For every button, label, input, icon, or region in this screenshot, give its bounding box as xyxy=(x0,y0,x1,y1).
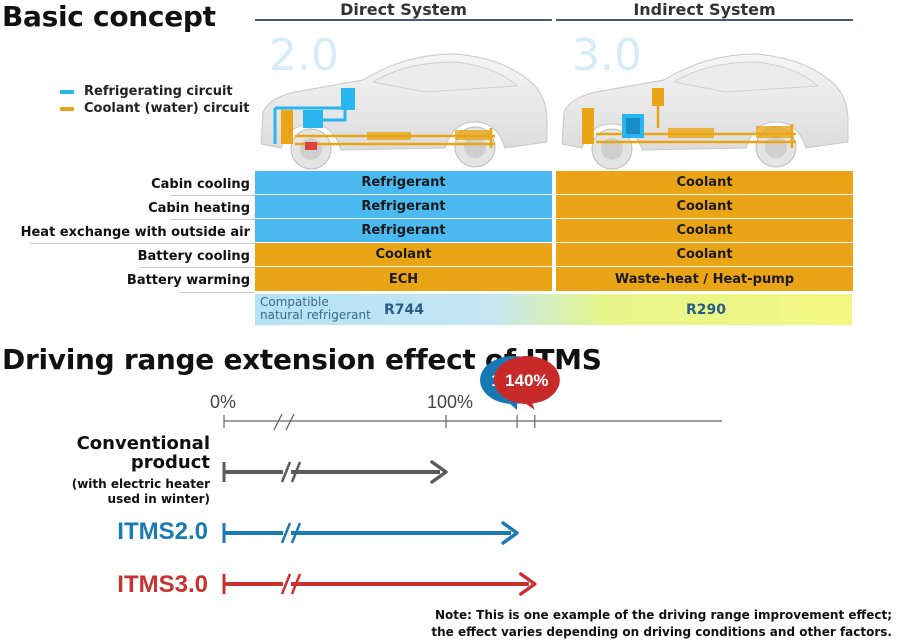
arrow-break-mark xyxy=(280,573,292,595)
range-arrow xyxy=(222,572,537,596)
bar-label-conventional: Conventional product (with electric heat… xyxy=(20,434,210,507)
axis-break-mark xyxy=(285,413,295,431)
note-line2: the effect varies depending on driving c… xyxy=(431,625,892,639)
indirect-system-underline xyxy=(556,19,853,21)
note-text: Note: This is one example of the driving… xyxy=(300,607,892,641)
direct-cell-cabin-heating: Refrigerant xyxy=(255,195,552,218)
indirect-cell-battery-warming: Waste-heat / Heat-pump xyxy=(556,267,853,291)
indirect-cell-cabin-heating: Coolant xyxy=(556,195,853,218)
direct-cell-heat-exchange: Refrigerant xyxy=(255,219,552,242)
indirect-cell-heat-exchange: Coolant xyxy=(556,219,853,242)
arrow-break-mark xyxy=(290,522,302,544)
legend-refrigerating-circuit: Refrigerating circuit xyxy=(60,84,233,99)
arrow-break-mark xyxy=(290,461,302,483)
indirect-cell-battery-cooling: Coolant xyxy=(556,243,853,266)
bar-name-line2: product xyxy=(130,452,210,473)
legend-swatch-refrigerating xyxy=(60,89,74,94)
row-separator xyxy=(140,267,255,268)
direct-cell-cabin-cooling: Refrigerant xyxy=(255,171,552,194)
natural-refrigerant-label-line2: natural refrigerant xyxy=(260,308,371,322)
bar-label-itms2: ITMS2.0 xyxy=(117,518,208,545)
bar-sub-line2: used in winter) xyxy=(107,492,210,506)
row-label-battery-warming: Battery warming xyxy=(126,273,250,288)
natural-refrigerant-label-line1: Compatible xyxy=(260,295,329,309)
arrow-break-mark xyxy=(290,573,302,595)
bar-label-itms3: ITMS3.0 xyxy=(117,571,208,598)
natural-refrigerant-label: Compatible natural refrigerant xyxy=(260,296,371,322)
direct-cell-battery-warming: ECH xyxy=(255,267,552,291)
row-separator xyxy=(170,219,255,220)
direct-system-underline xyxy=(255,19,552,21)
direct-system-title: Direct System xyxy=(340,0,467,19)
version-number-2-0: 2.0 xyxy=(269,30,339,81)
arrow-head xyxy=(501,521,519,545)
indirect-system-title: Indirect System xyxy=(633,0,776,19)
indirect-cell-cabin-cooling: Coolant xyxy=(556,171,853,194)
direct-system-car-illustration: 2.0 xyxy=(255,24,552,170)
arrow-head xyxy=(519,572,537,596)
bar-sub-line1: (with electric heater xyxy=(71,477,210,491)
row-label-heat-exchange: Heat exchange with outside air xyxy=(20,225,250,240)
version-number-3-0: 3.0 xyxy=(572,30,642,81)
refrigerant-direct-value: R744 xyxy=(384,302,425,318)
row-label-cabin-heating: Cabin heating xyxy=(148,201,250,216)
row-separator xyxy=(30,243,255,244)
refrigerant-indirect-value: R290 xyxy=(686,302,727,318)
note-line1: Note: This is one example of the driving… xyxy=(435,608,892,622)
natural-refrigerant-band xyxy=(255,294,852,325)
row-separator xyxy=(180,292,255,293)
bar-name-line1: Conventional xyxy=(76,433,210,454)
legend-label: Refrigerating circuit xyxy=(84,84,233,99)
arrow-break-mark xyxy=(280,522,292,544)
value-bubble-tail xyxy=(501,396,518,410)
range-section-title: Driving range extension effect of ITMS xyxy=(2,343,602,376)
legend-label: Coolant (water) circuit xyxy=(84,101,250,116)
direct-cell-battery-cooling: Coolant xyxy=(255,243,552,266)
row-label-battery-cooling: Battery cooling xyxy=(137,249,250,264)
range-arrow xyxy=(222,460,448,484)
legend-coolant-circuit: Coolant (water) circuit xyxy=(60,101,249,116)
arrow-break-mark xyxy=(280,461,292,483)
range-arrow xyxy=(222,521,519,545)
legend-swatch-coolant xyxy=(60,106,74,111)
axis-label-100: 100% xyxy=(427,392,474,412)
arrow-head xyxy=(430,460,448,484)
basic-concept-title: Basic concept xyxy=(2,0,216,33)
row-label-cabin-cooling: Cabin cooling xyxy=(151,177,250,192)
row-separator xyxy=(170,195,255,196)
axis-break-mark xyxy=(273,413,283,431)
axis-label-0: 0% xyxy=(210,392,237,412)
indirect-system-car-illustration: 3.0 xyxy=(556,24,853,170)
value-bubble-tail xyxy=(514,396,535,410)
